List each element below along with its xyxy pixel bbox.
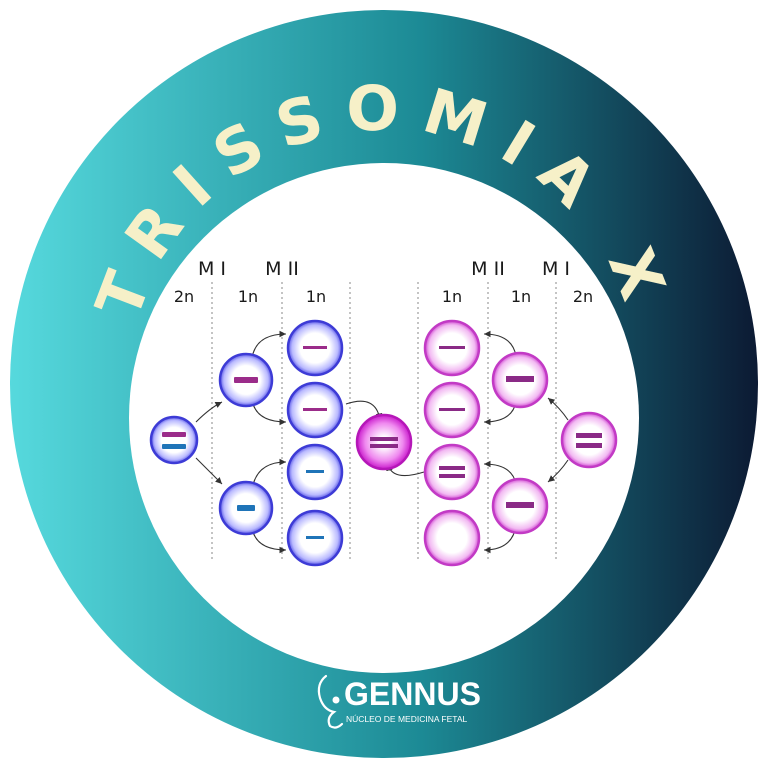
column-dividers — [211, 282, 557, 560]
paternal-cell-mi-top — [218, 352, 274, 408]
paternal-gamete-3 — [286, 443, 344, 501]
paternal-ploidy-0: 2n — [174, 287, 194, 306]
maternal-cell-mi-top — [491, 351, 549, 409]
paternal-stage-mi: M I — [198, 258, 226, 280]
paternal-lineage — [149, 319, 344, 567]
zygote-cell — [355, 413, 413, 471]
maternal-gamete-4-empty — [423, 509, 481, 567]
paternal-gamete-1 — [286, 319, 344, 377]
paternal-gamete-4 — [286, 509, 344, 567]
fetus-icon — [317, 674, 344, 729]
paternal-ploidy-1: 1n — [238, 287, 258, 306]
maternal-gamete-3 — [423, 443, 481, 501]
maternal-lineage — [423, 319, 618, 567]
paternal-gamete-2 — [286, 381, 344, 439]
maternal-stage-mii: M II — [471, 258, 505, 280]
maternal-ploidy-2: 2n — [573, 287, 593, 306]
paternal-stage-mii: M II — [265, 258, 299, 280]
paternal-cell-mi-bottom — [218, 480, 274, 536]
maternal-ploidy-1: 1n — [511, 287, 531, 306]
paternal-cell-2n — [149, 415, 199, 465]
maternal-cell-mi-bottom — [491, 477, 549, 535]
gennus-logo: GENNUS NÚCLEO DE MEDICINA FETAL — [317, 674, 481, 729]
logo-name: GENNUS — [344, 676, 481, 712]
maternal-gamete-1 — [423, 319, 481, 377]
maternal-stage-mi: M I — [542, 258, 570, 280]
logo-dot-icon — [332, 696, 340, 704]
maternal-cell-2n — [560, 411, 618, 469]
logo-subtitle: NÚCLEO DE MEDICINA FETAL — [346, 714, 467, 724]
paternal-ploidy-2: 1n — [306, 287, 326, 306]
maternal-ploidy-0: 1n — [442, 287, 462, 306]
maternal-gamete-2 — [423, 381, 481, 439]
